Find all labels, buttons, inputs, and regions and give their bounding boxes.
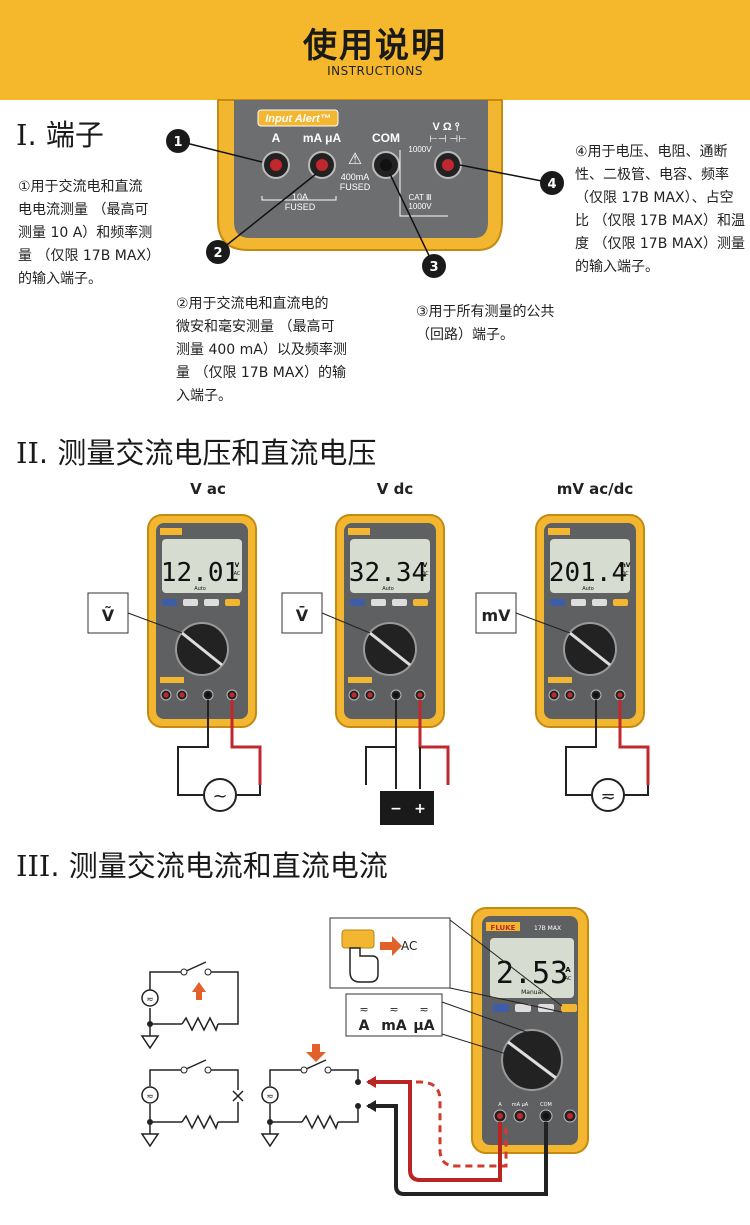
svg-text:DC: DC <box>421 571 429 577</box>
svg-text:DC: DC <box>621 571 629 577</box>
svg-text:mV: mV <box>481 606 511 625</box>
ac-source-icon <box>591 778 625 812</box>
marker-4 <box>540 171 564 195</box>
svg-text:mA: mA <box>381 1018 407 1034</box>
meter2-label: V dc <box>376 480 414 498</box>
function-callout <box>281 592 323 634</box>
meter3-label: mV ac/dc <box>556 480 634 498</box>
svg-text:3: 3 <box>429 260 438 275</box>
svg-text:Auto: Auto <box>582 586 594 592</box>
svg-text:≂: ≂ <box>389 1003 398 1016</box>
svg-text:A: A <box>359 1018 370 1034</box>
svg-text:+: + <box>414 801 426 817</box>
svg-text:1000V: 1000V <box>408 202 432 211</box>
section2-title: II. 测量交流电压和直流电压 <box>16 436 377 470</box>
svg-text:FUSED: FUSED <box>340 182 371 192</box>
meter-2: 32.34V DC Auto −+ V̄ <box>281 514 450 825</box>
svg-text:AC: AC <box>401 939 417 953</box>
svg-text:≂: ≂ <box>359 1003 368 1016</box>
svg-text:COM: COM <box>540 1102 552 1108</box>
meter-1: 12.01V AC Auto ~ Ṽ <box>87 514 262 812</box>
current-range-callout <box>345 993 443 1037</box>
lcd-screen <box>490 938 574 998</box>
svg-text:≂: ≂ <box>419 1003 428 1016</box>
svg-text:⊢⊣ ⊣⊢: ⊢⊣ ⊣⊢ <box>429 134 467 145</box>
meter-reading: 201.4 <box>549 558 627 588</box>
section1-title: I. 端子 <box>16 118 104 152</box>
svg-text:AC: AC <box>234 571 241 577</box>
svg-text:V: V <box>235 562 240 569</box>
terminal-1-description: ①用于交流电和直流电电流测量 （最高可测量 10 A）和频率测量 （仅限 17B… <box>18 179 161 287</box>
svg-text:≂: ≂ <box>600 786 615 807</box>
input-alert-logo: Input Alert™ <box>265 113 331 125</box>
svg-text:~: ~ <box>212 786 227 807</box>
page-title: 使用说明 <box>303 26 447 66</box>
meter1-label: V ac <box>190 480 226 498</box>
svg-text:mA μA: mA μA <box>303 131 342 145</box>
svg-text:17B MAX: 17B MAX <box>534 925 561 932</box>
svg-text:1000V: 1000V <box>408 145 432 154</box>
svg-text:10A: 10A <box>292 192 308 202</box>
svg-text:V: V <box>423 562 428 569</box>
lcd-screen <box>550 539 630 593</box>
svg-text:≂: ≂ <box>266 1092 274 1102</box>
section3-title: III. 测量交流电流和直流电流 <box>16 849 388 883</box>
marker-1 <box>166 129 190 153</box>
svg-text:−: − <box>390 801 402 817</box>
function-callout <box>475 592 517 634</box>
fluke-logo: FLUKE <box>491 924 516 932</box>
svg-text:A: A <box>565 966 571 974</box>
meter-reading: 32.34 <box>349 558 427 588</box>
svg-text:FUSED: FUSED <box>285 202 316 212</box>
svg-text:A: A <box>498 1102 502 1108</box>
svg-text:Auto: Auto <box>382 586 394 592</box>
svg-text:2: 2 <box>213 246 222 261</box>
svg-text:V̄: V̄ <box>296 605 309 625</box>
svg-text:mV: mV <box>620 562 631 569</box>
ac-button-callout <box>329 917 451 989</box>
svg-text:2.53: 2.53 <box>496 956 568 991</box>
svg-text:Manual: Manual <box>521 989 543 996</box>
terminal-4-description: ④用于电压、电阻、通断性、二极管、电容、频率（仅限 17B MAX）、占空比 （… <box>575 144 746 275</box>
svg-text:Ṽ: Ṽ <box>102 606 115 625</box>
svg-text:≂: ≂ <box>146 995 154 1005</box>
svg-text:V Ω ⫯: V Ω ⫯ <box>432 121 459 133</box>
svg-text:mA μA: mA μA <box>512 1102 529 1108</box>
svg-text:400mA: 400mA <box>341 172 370 182</box>
lcd-screen <box>162 539 242 593</box>
svg-text:1: 1 <box>173 135 182 150</box>
svg-text:⚠: ⚠ <box>348 149 362 168</box>
marker-2 <box>206 240 230 264</box>
svg-text:A: A <box>272 131 281 145</box>
meter-reading: 12.01 <box>161 558 239 588</box>
svg-text:Auto: Auto <box>194 586 206 592</box>
svg-text:μA: μA <box>413 1018 434 1034</box>
terminal-3-description: ③用于所有测量的公共（回路）端子。 <box>416 304 555 343</box>
battery-icon <box>380 791 434 825</box>
ac-source-icon <box>203 778 237 812</box>
svg-text:COM: COM <box>372 131 400 145</box>
svg-text:4: 4 <box>547 177 556 192</box>
page-subtitle: INSTRUCTIONS <box>327 64 423 78</box>
svg-text:CAT Ⅲ: CAT Ⅲ <box>409 193 432 202</box>
lcd-screen <box>350 539 430 593</box>
marker-3 <box>422 254 446 278</box>
svg-text:≂: ≂ <box>146 1092 154 1102</box>
header-bar: 使用说明 INSTRUCTIONS <box>0 0 750 100</box>
terminal-2-description: ②用于交流电和直流电的微安和毫安测量 （最高可测量 400 mA）以及频率测量 … <box>176 296 347 404</box>
svg-text:AC: AC <box>565 976 572 982</box>
